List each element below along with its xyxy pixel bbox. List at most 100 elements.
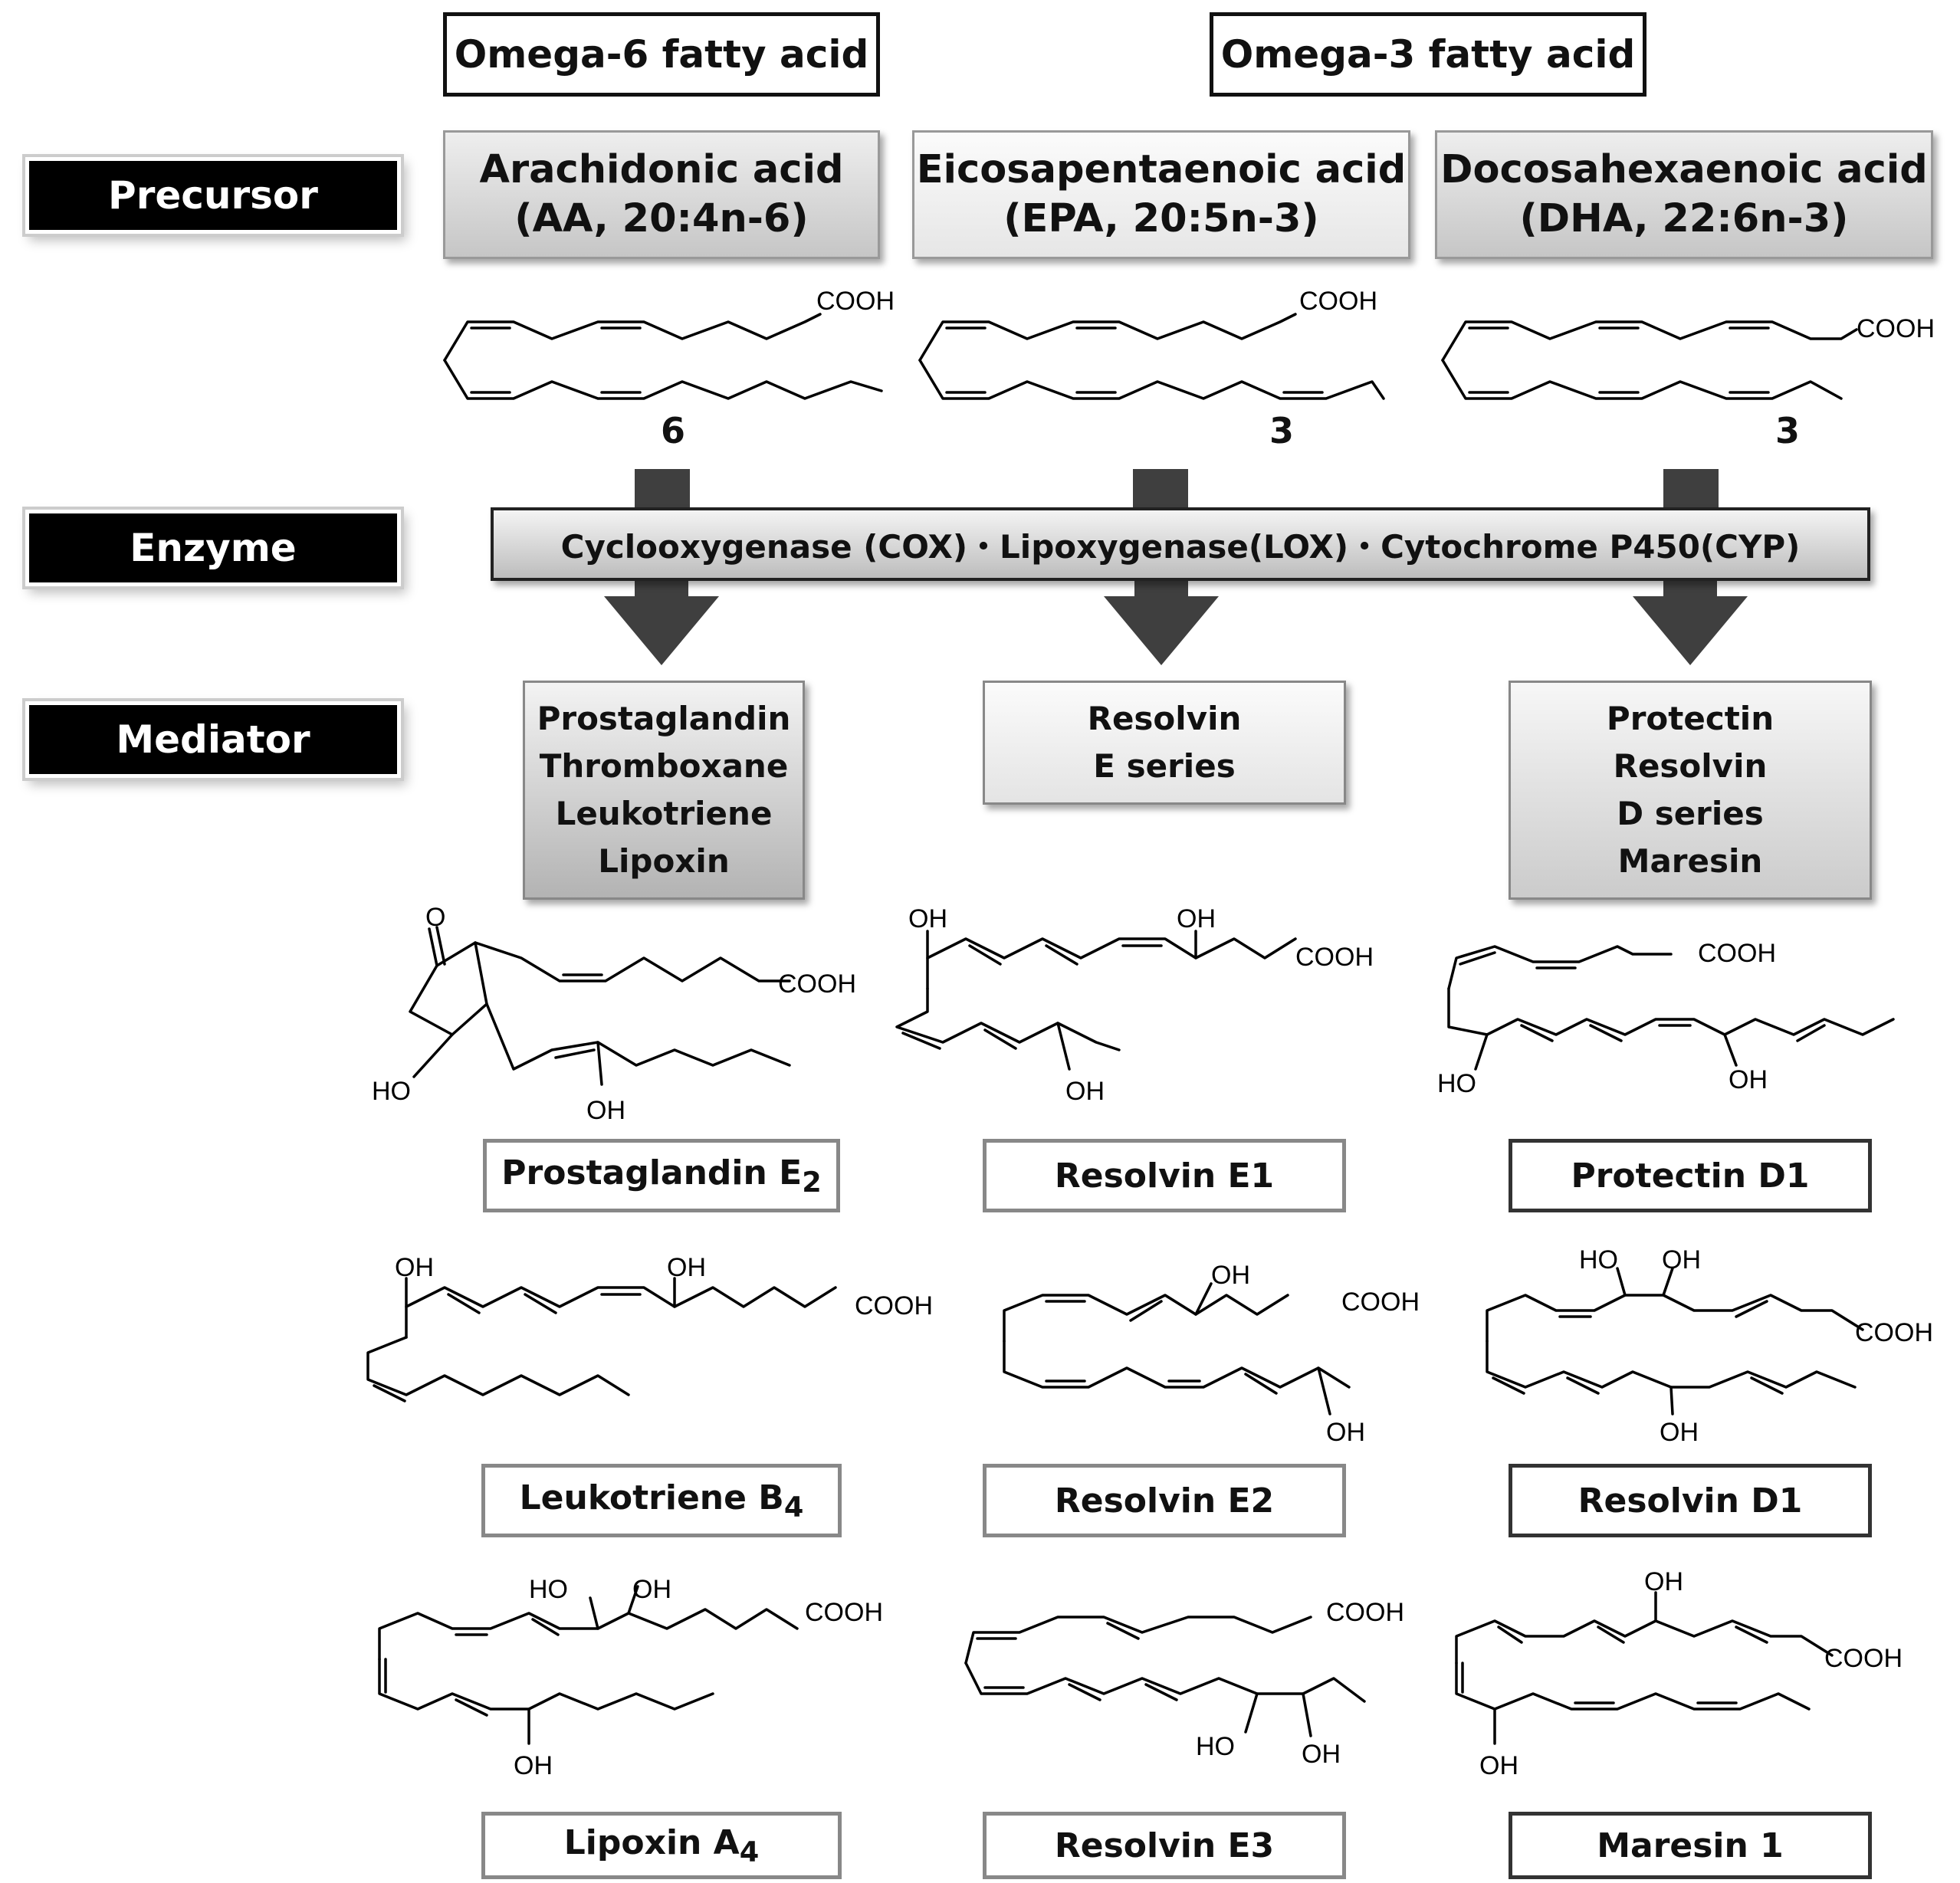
compound-name: Resolvin E1 [1054,1156,1275,1196]
row-label-precursor: Precursor [29,161,397,230]
precursor-formula: (DHA, 22:6n-3) [1519,196,1849,241]
oh-label: OH [395,1253,434,1282]
compound-subscript: 4 [783,1490,804,1524]
omega-number-aa: 6 [661,410,686,451]
compound-base: Lipoxin A [563,1822,740,1862]
mediator-epa: Resolvin E series [983,681,1346,805]
cooh-label: COOH [1341,1288,1420,1317]
oh-bond [589,1596,599,1630]
cooh-label: COOH [1326,1598,1404,1627]
chain-main [926,937,1297,990]
chain-lower [378,1658,714,1711]
compound-name: Prostaglandin E2 [501,1153,821,1199]
arrow-head-dha [1633,581,1748,665]
arrow-head-epa [1104,581,1219,665]
mediator-dha: Protectin Resolvin D series Maresin [1509,681,1872,900]
double-bond [983,1028,1017,1050]
chain-lower [1441,359,1843,400]
cooh-label: COOH [1857,314,1935,343]
oh-bond [627,1585,639,1615]
ho-label: HO [1196,1732,1235,1761]
oh-bond [1616,1267,1627,1297]
double-bond [524,1293,557,1314]
oh-bond [1723,1033,1738,1067]
omega6-header: Omega-6 fatty acid [443,12,880,97]
double-bond [1796,1024,1826,1042]
omega6-label: Omega-6 fatty acid [454,32,869,77]
precursor-formula: (AA, 20:4n-6) [514,196,809,241]
cooh-label: COOH [1855,1318,1933,1347]
oh-label: OH [1211,1261,1250,1290]
oh-label: OH [586,1096,625,1125]
chain-lower [895,987,1121,1051]
compound-name: Lipoxin A4 [564,1823,760,1868]
chain-lower [1447,987,1895,1036]
arrow-stem-dha [1663,469,1719,509]
row-label-mediator: Mediator [29,705,397,774]
double-bond [1520,1024,1554,1042]
chain-lower [366,1336,630,1396]
double-bond [901,1032,941,1050]
compound-lxa4: Lipoxin A4 [481,1812,842,1879]
structure-rvd1: HO OH COOH OH [1486,1245,1933,1447]
cooh-label: COOH [1698,939,1776,968]
omega-number-epa: 3 [1269,410,1295,451]
structure-ltb4: OH OH COOH [366,1253,933,1402]
oh-label: OH [514,1751,553,1780]
cooh-label: COOH [1824,1644,1903,1673]
compound-pd1: Protectin D1 [1509,1139,1872,1212]
oh-label: OH [1660,1418,1699,1447]
structure-lxa4: HO OH COOH OH [378,1575,883,1780]
chain-lower [1003,1340,1351,1389]
compound-name: Resolvin E2 [1054,1481,1275,1521]
mediator-line: Resolvin [1613,747,1768,785]
mediator-text: Mediator [116,717,310,762]
compound-name: Maresin 1 [1597,1826,1784,1865]
structure-rve2: OH COOH OH [1003,1261,1420,1447]
oh-label: OH [1662,1245,1701,1274]
oh-label: OH [1326,1418,1365,1447]
double-bond [1566,1376,1600,1395]
ho-label: HO [1437,1069,1476,1098]
double-bond [1068,1683,1101,1701]
oh-label: OH [1065,1077,1105,1106]
oh-bond [1244,1692,1259,1734]
compound-rvd1: Resolvin D1 [1509,1464,1872,1537]
cooh-label: COOH [1299,287,1377,316]
omega3-header: Omega-3 fatty acid [1210,12,1646,97]
arrow-head-aa [604,581,719,665]
chain-upper [1447,945,1673,990]
cooh-label: COOH [805,1598,883,1627]
double-bond [1045,944,1078,966]
double-bond [1106,1622,1140,1640]
precursor-name: Docosahexaenoic acid [1440,147,1928,192]
chain-lower [443,359,883,400]
precursor-dha: Docosahexaenoic acid (DHA, 22:6n-3) [1435,130,1933,259]
oh-bond [1056,1022,1071,1071]
row-label-enzyme: Enzyme [29,513,397,582]
chain-lower [918,359,1385,400]
carbonyl [428,927,438,967]
oh-bond [412,1033,454,1078]
precursor-aa: Arachidonic acid (AA, 20:4n-6) [443,130,880,259]
compound-base: Prostaglandin E [501,1153,803,1192]
oh-bond [596,1041,603,1086]
mediator-omega6: Prostaglandin Thromboxane Leukotriene Li… [523,681,805,900]
double-bond [1735,1625,1768,1644]
oh-label: OH [667,1253,706,1282]
oh-label: OH [632,1575,671,1604]
chain-lower [1486,1340,1857,1389]
alpha-chain [474,941,791,983]
oh-bond [1474,1033,1489,1071]
compound-name: Resolvin E3 [1054,1826,1275,1865]
oh-label: OH [1177,904,1216,933]
mediator-line: Thromboxane [539,747,789,785]
double-bond [1497,1625,1523,1644]
double-bond [1597,1625,1625,1644]
compound-name: Protectin D1 [1571,1156,1810,1196]
chain-upper [1441,320,1858,362]
double-bond [1129,1300,1163,1322]
chain-lower [964,1662,1366,1703]
o-label: O [425,903,445,932]
precursor-epa: Eicosapentaenoic acid (EPA, 20:5n-3) [912,130,1410,259]
